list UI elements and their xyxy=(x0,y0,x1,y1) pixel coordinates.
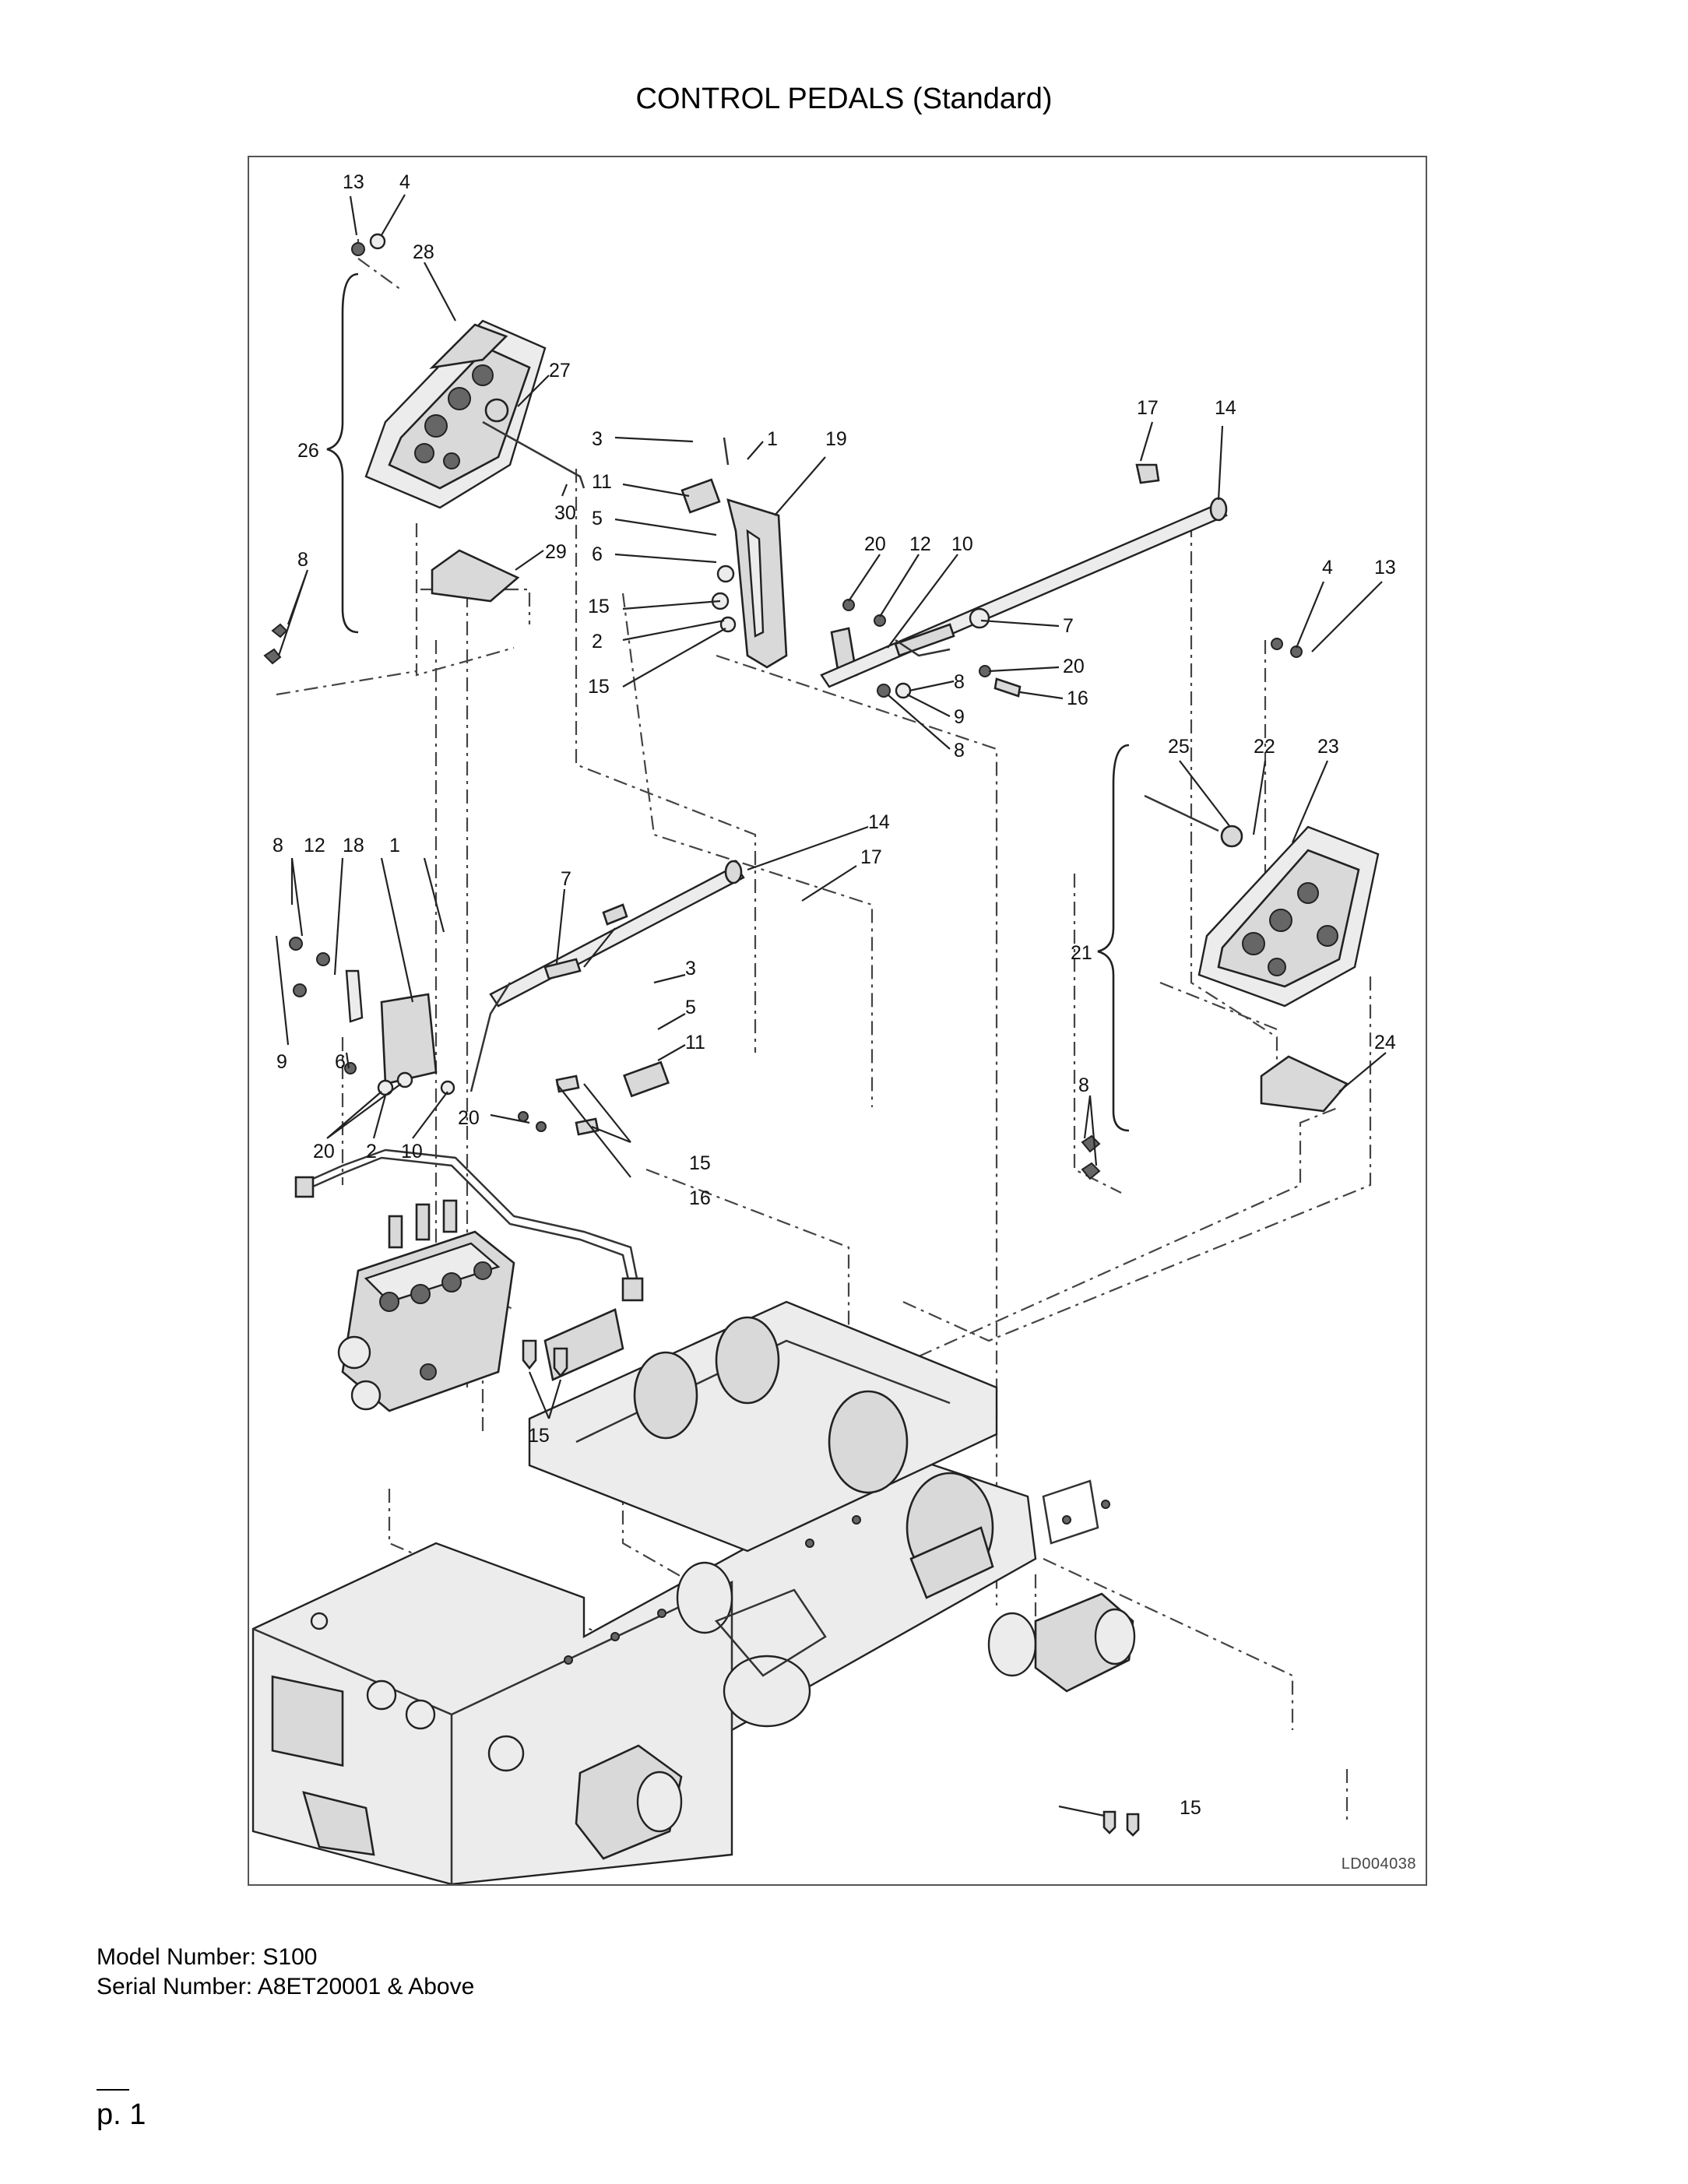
model-number: Model Number: S100 xyxy=(97,1944,318,1970)
serial-number: Serial Number: A8ET20001 & Above xyxy=(97,1974,475,1999)
callout-15: 15 xyxy=(588,676,610,698)
callout-16: 16 xyxy=(689,1187,711,1209)
lower-lever-shaft xyxy=(289,860,745,1136)
callout-27: 27 xyxy=(549,360,571,382)
callout-13: 13 xyxy=(1374,557,1396,579)
callout-15: 15 xyxy=(689,1152,711,1174)
exploded-view-drawing: 13 4 28 27 26 30 29 8 3 1 19 11 5 6 15 2… xyxy=(251,171,1396,1884)
callout-11: 11 xyxy=(592,471,612,493)
page-number: p. 1 xyxy=(97,2098,146,2131)
callout-20: 20 xyxy=(458,1107,480,1129)
callout-20: 20 xyxy=(1063,656,1085,677)
left-pedal-assembly xyxy=(263,233,586,665)
upper-lever-bracket xyxy=(680,437,912,699)
callout-2: 2 xyxy=(592,631,603,652)
parts-diagram: 13 4 28 27 26 30 29 8 3 1 19 11 5 6 15 2… xyxy=(248,156,1427,1886)
chassis-frame xyxy=(251,1300,1136,1884)
callout-labels: 13 4 28 27 26 30 29 8 3 1 19 11 5 6 15 2… xyxy=(273,171,1396,1819)
callout-17: 17 xyxy=(860,846,882,868)
callout-22: 22 xyxy=(1254,736,1275,758)
callout-13: 13 xyxy=(343,171,364,193)
callout-12: 12 xyxy=(909,533,931,555)
mounting-bolts xyxy=(522,1339,1140,1837)
callout-25: 25 xyxy=(1168,736,1190,758)
callout-14: 14 xyxy=(1215,397,1236,419)
leader-lines xyxy=(275,194,1387,1817)
callout-8: 8 xyxy=(954,740,965,761)
page-title: CONTROL PEDALS (Standard) xyxy=(635,83,1053,115)
callout-10: 10 xyxy=(951,533,973,555)
callout-29: 29 xyxy=(545,541,567,563)
upper-cross-shaft xyxy=(820,463,1228,698)
callout-21: 21 xyxy=(1071,942,1092,964)
callout-8: 8 xyxy=(954,671,965,693)
callout-3: 3 xyxy=(685,958,696,979)
callout-24: 24 xyxy=(1374,1032,1396,1053)
callout-30: 30 xyxy=(554,502,576,524)
callout-20: 20 xyxy=(313,1141,335,1162)
right-pedal-assembly xyxy=(1081,638,1380,1180)
callout-15: 15 xyxy=(588,596,610,617)
callout-19: 19 xyxy=(825,428,847,450)
callout-15: 15 xyxy=(528,1425,550,1447)
callout-23: 23 xyxy=(1317,736,1339,758)
callout-9: 9 xyxy=(276,1051,287,1073)
callout-1: 1 xyxy=(767,428,778,450)
callout-11: 11 xyxy=(685,1032,705,1053)
callout-20: 20 xyxy=(864,533,886,555)
callout-16: 16 xyxy=(1067,688,1088,709)
drawing-code: LD004038 xyxy=(1341,1855,1416,1873)
callout-5: 5 xyxy=(592,508,603,529)
callout-15: 15 xyxy=(1180,1797,1201,1819)
callout-3: 3 xyxy=(592,428,603,450)
callout-8: 8 xyxy=(273,835,283,856)
callout-7: 7 xyxy=(561,868,571,890)
callout-7: 7 xyxy=(1063,615,1074,637)
page-number-rule xyxy=(97,2089,129,2091)
callout-17: 17 xyxy=(1137,397,1159,419)
callout-10: 10 xyxy=(401,1141,423,1162)
callout-6: 6 xyxy=(335,1051,346,1073)
callout-18: 18 xyxy=(343,835,364,856)
callout-26: 26 xyxy=(297,440,319,462)
callout-4: 4 xyxy=(1322,557,1333,579)
callout-2: 2 xyxy=(366,1141,377,1162)
control-valve xyxy=(294,1148,644,1412)
callout-9: 9 xyxy=(954,706,965,728)
assembly-braces xyxy=(326,273,1130,1132)
callout-8: 8 xyxy=(1078,1074,1089,1096)
callout-4: 4 xyxy=(399,171,410,193)
callout-28: 28 xyxy=(413,241,434,263)
callout-14: 14 xyxy=(868,811,890,833)
callout-12: 12 xyxy=(304,835,325,856)
callout-1: 1 xyxy=(389,835,400,856)
callout-6: 6 xyxy=(592,543,603,565)
callout-5: 5 xyxy=(685,997,696,1018)
callout-8: 8 xyxy=(297,549,308,571)
